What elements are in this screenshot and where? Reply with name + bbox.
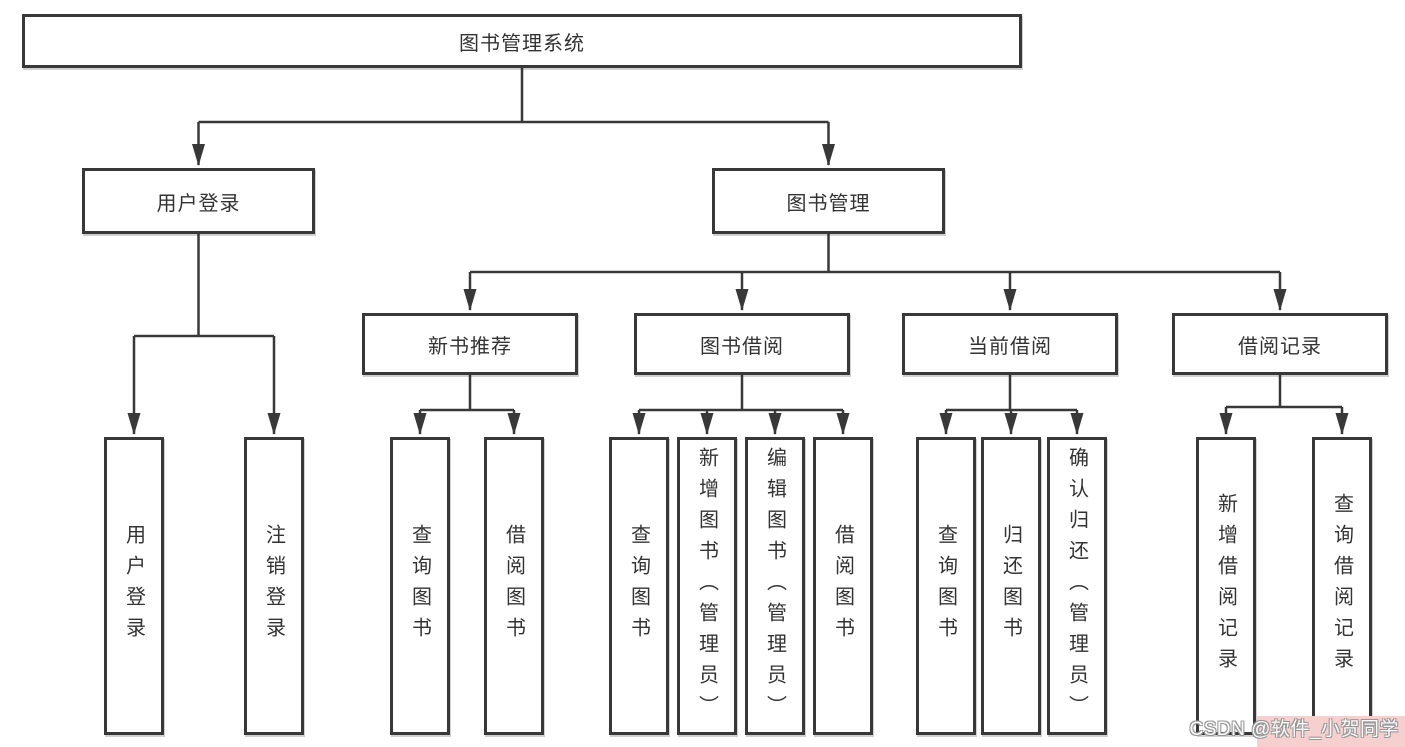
connector-current-borrow-trunk bbox=[946, 375, 1077, 412]
connector-borrow-records-trunk bbox=[1226, 375, 1342, 409]
watermark: CSDN @软件_小贺同学 bbox=[1189, 719, 1399, 740]
leaf-return-book: 归还图书 bbox=[981, 437, 1041, 735]
watermark-background bbox=[1257, 716, 1405, 747]
leaf-borrow-books-1: 借阅图书 bbox=[484, 437, 544, 735]
leaf-confirm-return-admin: 确认归还（管理员） bbox=[1047, 437, 1107, 735]
connector-new-book-recommend-trunk bbox=[420, 375, 514, 412]
connector-book-management-trunk bbox=[470, 234, 1280, 274]
leaf-add-book-admin: 新增图书（管理员） bbox=[677, 437, 737, 735]
leaf-user-login: 用户登录 bbox=[104, 437, 164, 735]
connector-book-borrow-trunk bbox=[639, 375, 843, 412]
node-borrow-records: 借阅记录 bbox=[1172, 313, 1388, 375]
leaf-edit-book-admin: 编辑图书（管理员） bbox=[745, 437, 805, 735]
node-new-book-recommend: 新书推荐 bbox=[362, 313, 578, 375]
node-library-management-system: 图书管理系统 bbox=[22, 14, 1022, 68]
leaf-borrow-books-2: 借阅图书 bbox=[813, 437, 873, 735]
leaf-query-books-2: 查询图书 bbox=[609, 437, 669, 735]
connector-user-login-trunk bbox=[134, 234, 274, 338]
leaf-query-books-3: 查询图书 bbox=[916, 437, 976, 735]
node-book-borrow: 图书借阅 bbox=[634, 313, 850, 375]
leaf-query-borrow-record: 查询借阅记录 bbox=[1312, 437, 1372, 735]
node-user-login: 用户登录 bbox=[82, 168, 315, 234]
node-book-management: 图书管理 bbox=[712, 168, 945, 234]
connector-root-trunk bbox=[198, 68, 829, 124]
leaf-add-borrow-record: 新增借阅记录 bbox=[1196, 437, 1256, 735]
leaf-query-books-1: 查询图书 bbox=[390, 437, 450, 735]
leaf-logout: 注销登录 bbox=[244, 437, 304, 735]
node-current-borrow: 当前借阅 bbox=[902, 313, 1118, 375]
